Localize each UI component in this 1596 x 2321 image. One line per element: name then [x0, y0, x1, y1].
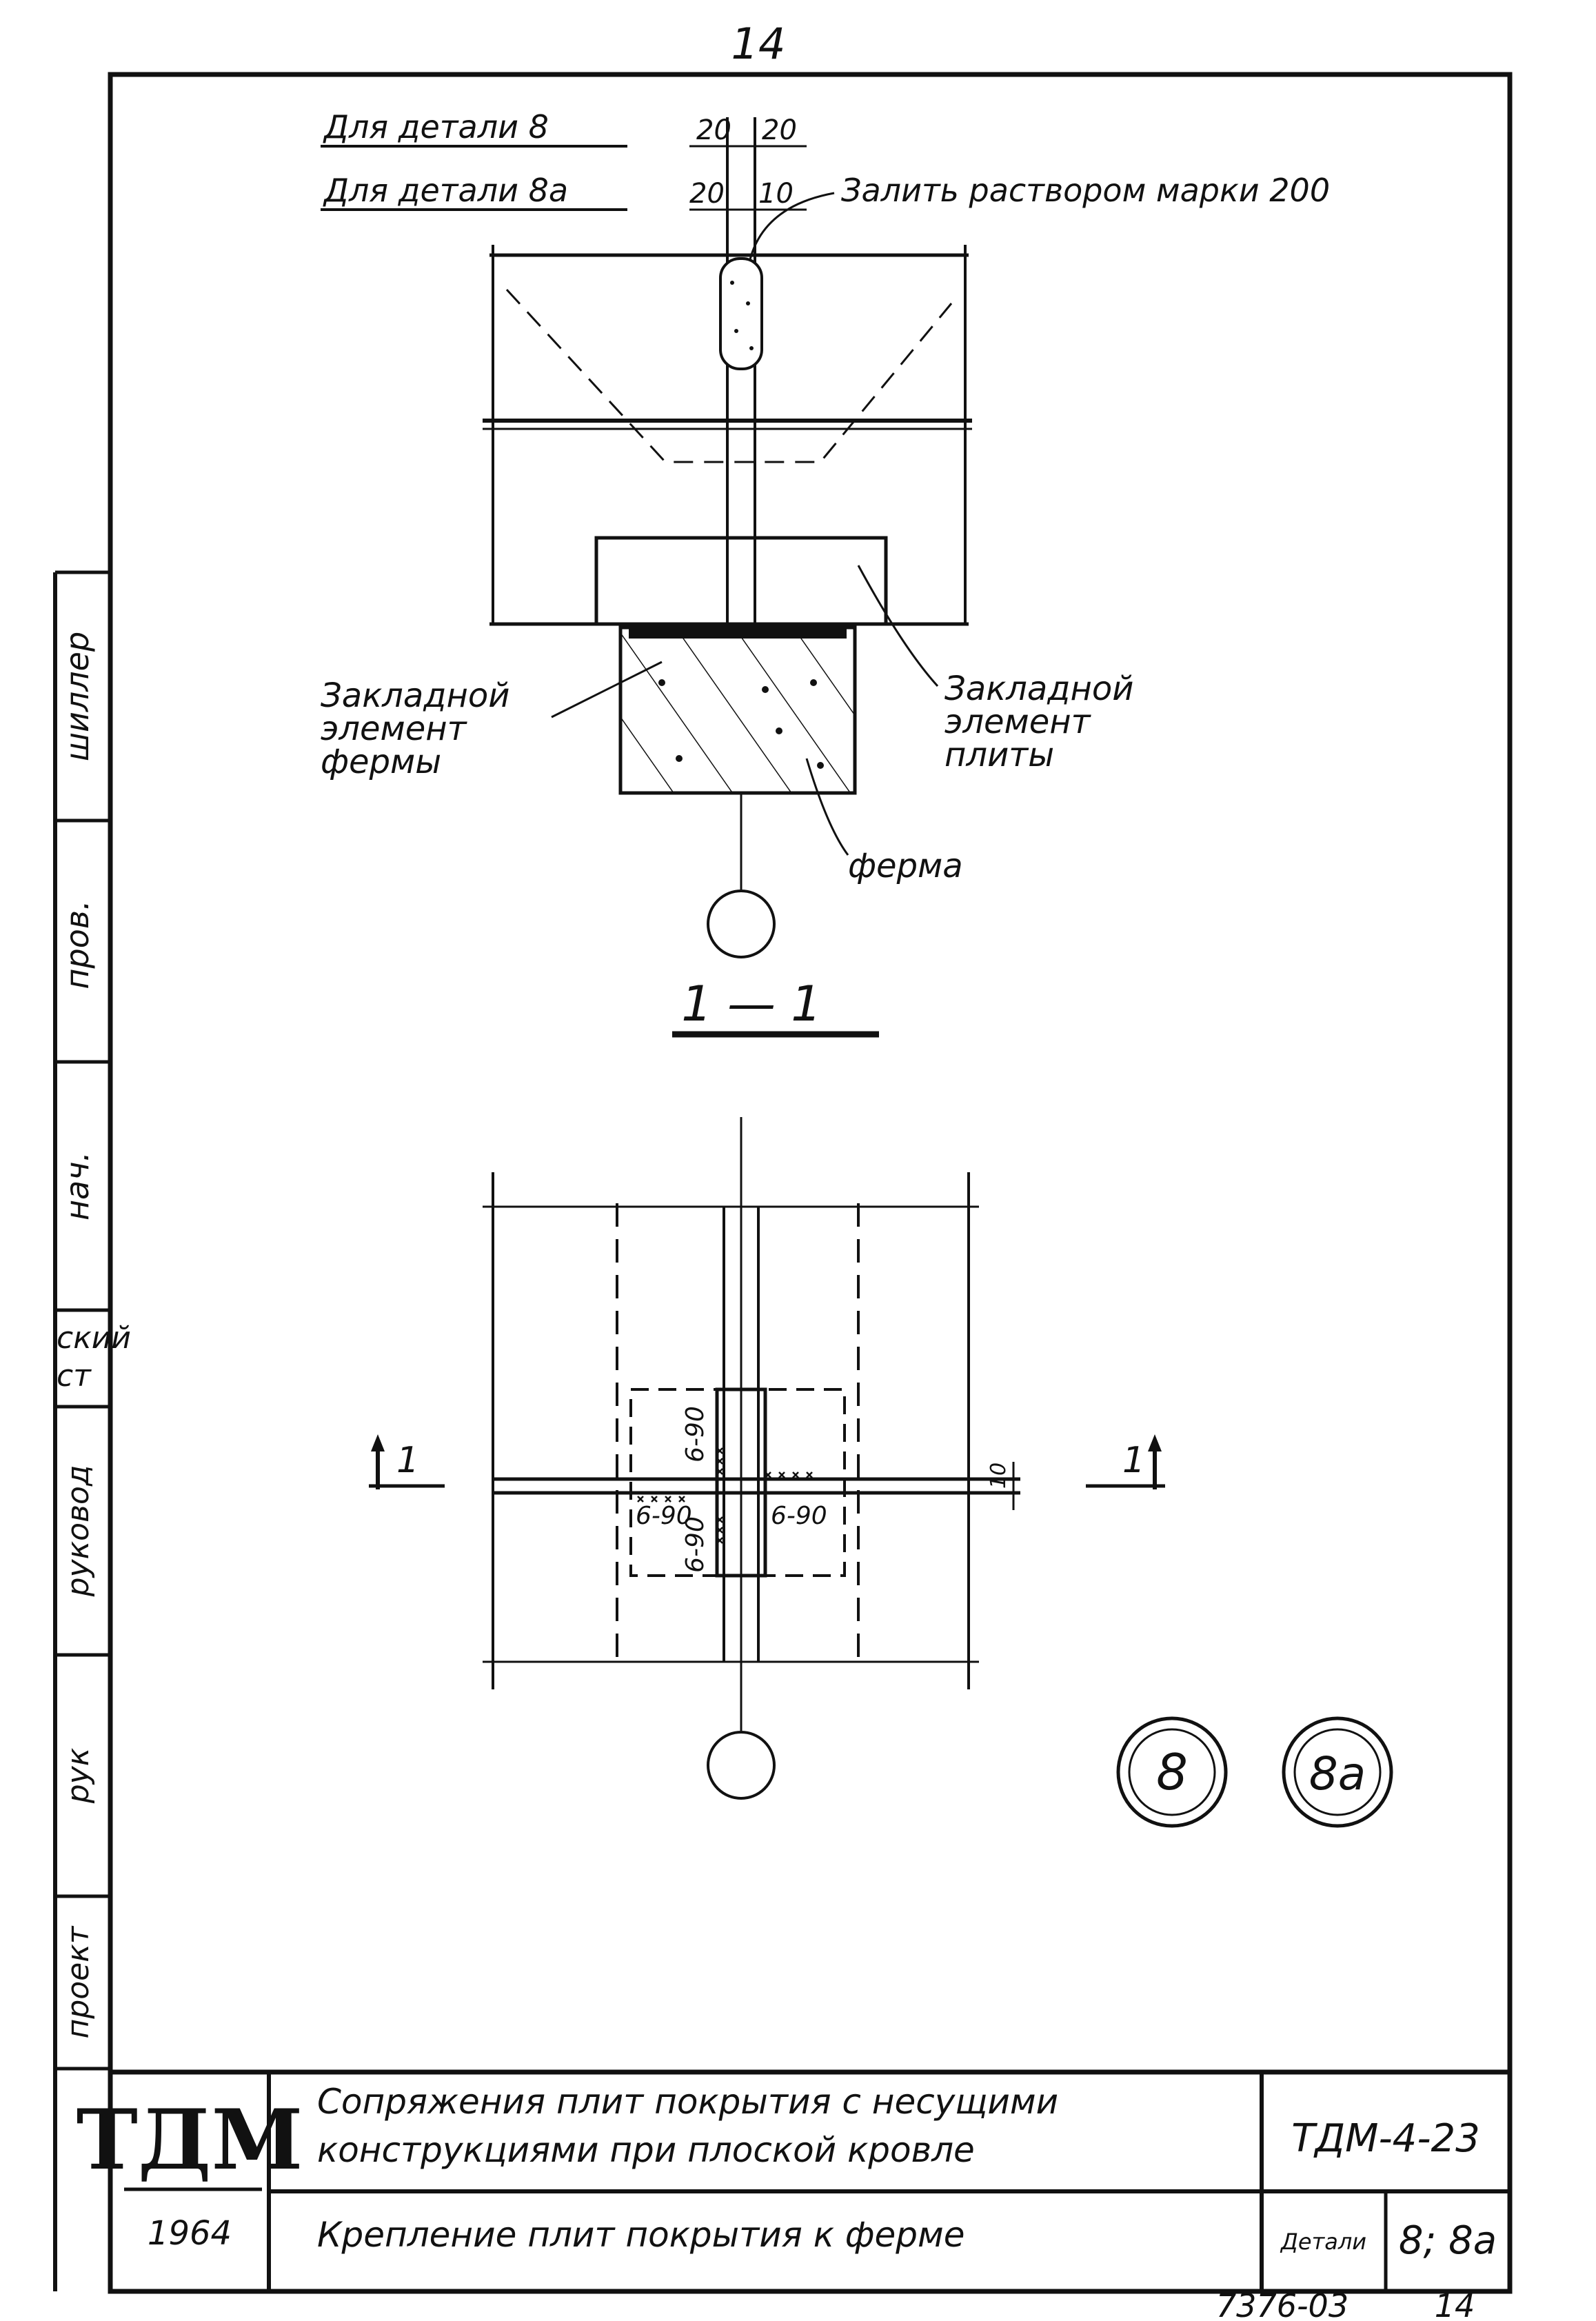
weld-label: 6-90	[636, 1502, 692, 1530]
dim-value: 20	[689, 178, 725, 210]
title-line-2: конструкциями при плоской кровле	[317, 2130, 975, 2170]
archive-number: 7376-03	[1216, 2287, 1348, 2321]
axis-bubble	[707, 890, 776, 958]
dim-label-detail-8: Для детали 8	[323, 108, 549, 145]
dim-value: 20	[696, 114, 731, 146]
side-strip-text: шиллер	[59, 632, 96, 761]
page-number: 14	[731, 19, 786, 69]
side-strip-text: руковод	[61, 1465, 96, 1598]
truss-callout: ферма	[848, 847, 963, 885]
weld-label: 6-90	[771, 1502, 827, 1530]
plan-view: 6-90 6-90 6-90 6-90 10 1 1	[369, 1117, 1165, 1800]
embed-slab-callout: плиты	[945, 736, 1054, 774]
detail-mark-8a: 8а	[1309, 1747, 1366, 1800]
detail-mark-8: 8	[1156, 1743, 1188, 1801]
gap-dim: 10	[987, 1463, 1011, 1489]
grout-callout: Залить раствором марки 200	[841, 172, 1330, 209]
section-view: Для детали 8 Для детали 8а 20 20 20 10 З…	[321, 108, 1330, 1038]
side-strip-text: ст	[57, 1358, 92, 1394]
weld-label: 6-90	[681, 1516, 709, 1573]
side-strip-text: ский	[57, 1320, 131, 1356]
weld-label: 6-90	[681, 1406, 709, 1463]
dim-value: 10	[758, 178, 794, 210]
sheet-number: 14	[1435, 2287, 1475, 2321]
embed-truss-callout: фермы	[321, 743, 441, 781]
embed-truss-callout: Закладной	[321, 676, 509, 715]
org-logo: ТДМ	[77, 2091, 303, 2189]
sheet-border	[108, 72, 1513, 2294]
detail-marks: 8 8а	[1116, 1716, 1393, 1828]
section-mark-left: 1	[396, 1440, 419, 1481]
side-strip-text: проект	[61, 1925, 96, 2038]
title-line-1: Сопряжения плит покрытия с несущими	[317, 2082, 1058, 2122]
embed-truss-callout: элемент	[321, 710, 468, 748]
dim-value: 20	[762, 114, 797, 146]
section-mark-right: 1	[1122, 1440, 1145, 1481]
detail-values: 8; 8а	[1399, 2218, 1497, 2263]
axis-bubble	[707, 1731, 776, 1800]
section-label: 1 — 1	[681, 976, 822, 1032]
series-code: ТДМ-4-23	[1291, 2116, 1480, 2161]
side-strip-text: нач.	[59, 1152, 96, 1220]
dim-label-detail-8a: Для детали 8а	[323, 172, 568, 209]
embed-slab-callout: Закладной	[945, 670, 1133, 708]
side-strip-text: пров.	[59, 900, 96, 989]
side-strip-text: рук	[61, 1747, 96, 1804]
title-block: ТДМ 1964 Сопряжения плит покрытия с несу…	[77, 2069, 1510, 2321]
side-strip: шиллер пров. нач. ский ст руковод рук пр…	[53, 570, 131, 2291]
detail-label: Детали	[1280, 2229, 1366, 2255]
subtitle: Крепление плит покрытия к ферме	[317, 2215, 965, 2255]
embed-slab-callout: элемент	[945, 703, 1092, 741]
year: 1964	[148, 2214, 232, 2253]
